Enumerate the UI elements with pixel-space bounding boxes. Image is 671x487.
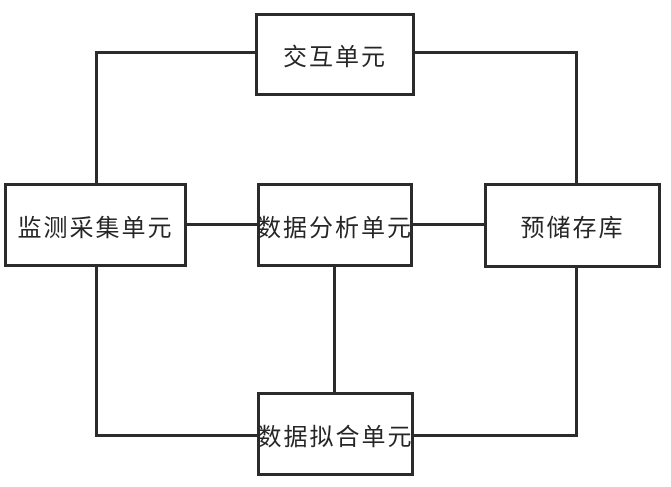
node-monitoring-collection-unit: 监测采集单元 bbox=[4, 183, 187, 267]
edge-storage-fitting-vertical bbox=[575, 265, 578, 437]
edge-interaction-storage-horizontal bbox=[413, 51, 578, 54]
node-interaction-unit: 交互单元 bbox=[255, 13, 415, 96]
edge-monitoring-fitting-vertical bbox=[95, 265, 98, 437]
edge-interaction-monitoring-vertical bbox=[95, 51, 98, 185]
edge-interaction-monitoring-horizontal bbox=[96, 51, 257, 54]
node-fitting-label: 数据拟合单元 bbox=[257, 422, 414, 451]
edge-analysis-fitting bbox=[333, 265, 336, 394]
edge-storage-fitting-horizontal bbox=[412, 434, 578, 437]
node-data-fitting-unit: 数据拟合单元 bbox=[257, 392, 414, 476]
edge-analysis-storage bbox=[411, 223, 486, 226]
node-monitoring-label: 监测采集单元 bbox=[17, 213, 174, 242]
node-analysis-label: 数据分析单元 bbox=[257, 213, 413, 242]
edge-interaction-storage-vertical bbox=[575, 51, 578, 185]
node-interaction-label: 交互单元 bbox=[283, 43, 387, 71]
node-pre-storage-repository: 预储存库 bbox=[484, 183, 661, 268]
node-storage-label: 预储存库 bbox=[520, 214, 625, 242]
edge-monitoring-fitting-horizontal bbox=[95, 434, 259, 437]
edge-monitoring-analysis bbox=[185, 223, 259, 226]
node-data-analysis-unit: 数据分析单元 bbox=[257, 183, 413, 267]
